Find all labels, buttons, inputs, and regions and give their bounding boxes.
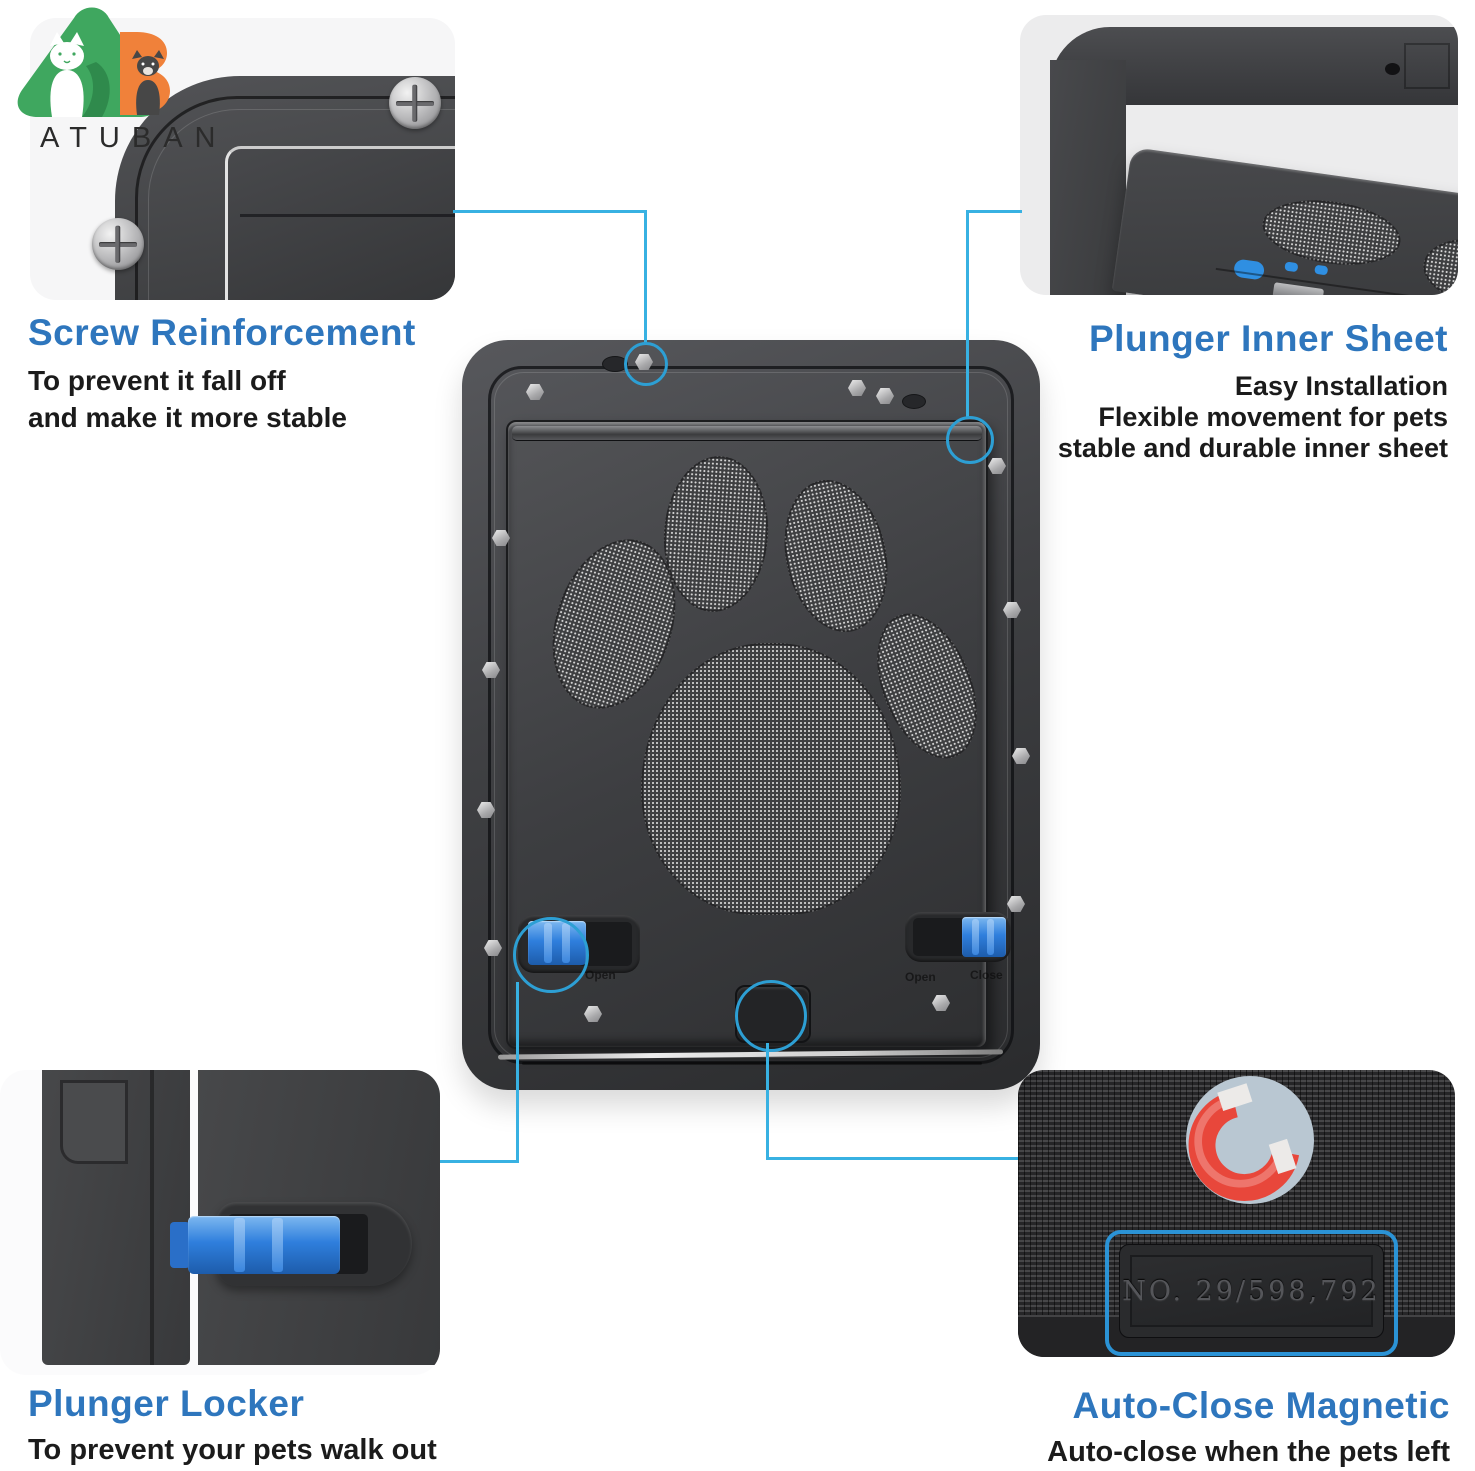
callout-circle-magnet [735, 980, 807, 1052]
feature-heading-locker: Plunger Locker [28, 1383, 305, 1424]
feature-text-screw-1: To prevent it fall off [28, 365, 286, 396]
inner-flap-groove [240, 214, 455, 217]
inset-plunger-inner-sheet [1020, 15, 1458, 295]
frame-groove-highlight [148, 109, 455, 300]
hex-screw-icon [526, 384, 544, 400]
plunger-pin [1284, 261, 1299, 273]
bottom-groove-shadow [522, 1062, 982, 1065]
brand-name: ATUBAN [40, 122, 228, 154]
screw-hole [1385, 63, 1400, 75]
phillips-screw-icon [389, 77, 441, 129]
feature-text-magnetic-1: Auto-close when the pets left [1047, 1436, 1450, 1468]
flap-top-rail [512, 426, 982, 441]
paw-toe-mesh [658, 452, 774, 616]
sheet-mesh-oval [1258, 192, 1405, 273]
paw-toe-mesh [771, 470, 901, 642]
callout-circle-screw [624, 342, 668, 386]
feature-text-locker-1: To prevent your pets walk out [28, 1434, 437, 1466]
patent-plate: NO. 29/598,792 [1119, 1244, 1384, 1338]
phillips-screw-icon [92, 218, 144, 270]
inner-flap-edge [225, 146, 455, 300]
hex-screw-icon [1012, 748, 1030, 764]
slider-track [913, 918, 971, 956]
hex-screw-icon [848, 380, 866, 396]
panel-notch [60, 1080, 128, 1164]
frame-groove-highlight [494, 372, 1008, 1058]
hex-screw-icon [1007, 896, 1025, 912]
hex-screw-icon [484, 940, 502, 956]
callout-line [644, 210, 647, 344]
callout-line [516, 982, 519, 1163]
hex-screw-icon [876, 388, 894, 404]
frame-indent [902, 394, 926, 409]
frame-left-leg [1050, 60, 1126, 295]
inner-sheet [1111, 147, 1458, 295]
callout-line [966, 210, 1022, 213]
hex-screw-icon [477, 802, 495, 818]
hex-screw-icon [584, 1006, 602, 1022]
panel-seam [150, 1070, 154, 1365]
callout-line [453, 210, 647, 213]
callout-line [440, 1160, 519, 1163]
feature-text-inner-sheet-1: Easy Installation [1234, 371, 1448, 401]
hex-screw-icon [492, 530, 510, 546]
hex-screw-icon [932, 995, 950, 1011]
callout-line [966, 210, 969, 417]
feature-text-screw-2: and make it more stable [28, 402, 348, 433]
inset-screw-reinforcement [30, 18, 455, 300]
close-label: Close [970, 968, 1003, 982]
plunger-pin [1232, 258, 1266, 281]
hex-screw-icon [988, 458, 1006, 474]
locker-panel-left [42, 1070, 190, 1365]
callout-line [766, 1043, 769, 1160]
callout-circle-locker [513, 917, 589, 993]
feature-heading-screw: Screw Reinforcement [28, 312, 416, 353]
open-label: Open [905, 970, 936, 984]
inset-auto-close-magnetic: NO. 29/598,792 [1018, 1070, 1455, 1357]
inset-plunger-locker [0, 1070, 440, 1375]
dog-icon [132, 50, 164, 115]
slider-blue-tab [962, 917, 1006, 957]
frame-groove [135, 96, 455, 300]
callout-line [766, 1157, 1018, 1160]
feature-heading-inner-sheet: Plunger Inner Sheet [1088, 318, 1448, 359]
frame-notch [1404, 43, 1450, 89]
hex-screw-icon [482, 662, 500, 678]
paw-pad-mesh [641, 643, 901, 915]
magnet-icon [1188, 1083, 1300, 1201]
right-lock-slider [905, 912, 1011, 962]
plunger-blue-slider [188, 1216, 340, 1274]
sheet-mesh-oval [1419, 233, 1458, 295]
cat-icon [50, 32, 84, 117]
feature-heading-magnetic: Auto-Close Magnetic [1072, 1385, 1450, 1426]
patent-plate-highlight: NO. 29/598,792 [1105, 1230, 1398, 1356]
frame-groove [488, 366, 1014, 1064]
open-label: Open [585, 968, 616, 982]
magnet-badge [1186, 1076, 1314, 1204]
plate-number: NO. 29/598,792 [1122, 1275, 1381, 1307]
feature-text-inner-sheet-3: stable and durable inner sheet [1057, 433, 1448, 463]
hex-screw-icon [1003, 602, 1021, 618]
plunger-stub [170, 1222, 190, 1268]
plunger-pin [1314, 264, 1329, 276]
callout-circle-plunger [946, 416, 994, 464]
feature-text-inner-sheet-2: Flexible movement for pets [1098, 402, 1448, 432]
brand-logo: ATUBAN [12, 4, 215, 154]
